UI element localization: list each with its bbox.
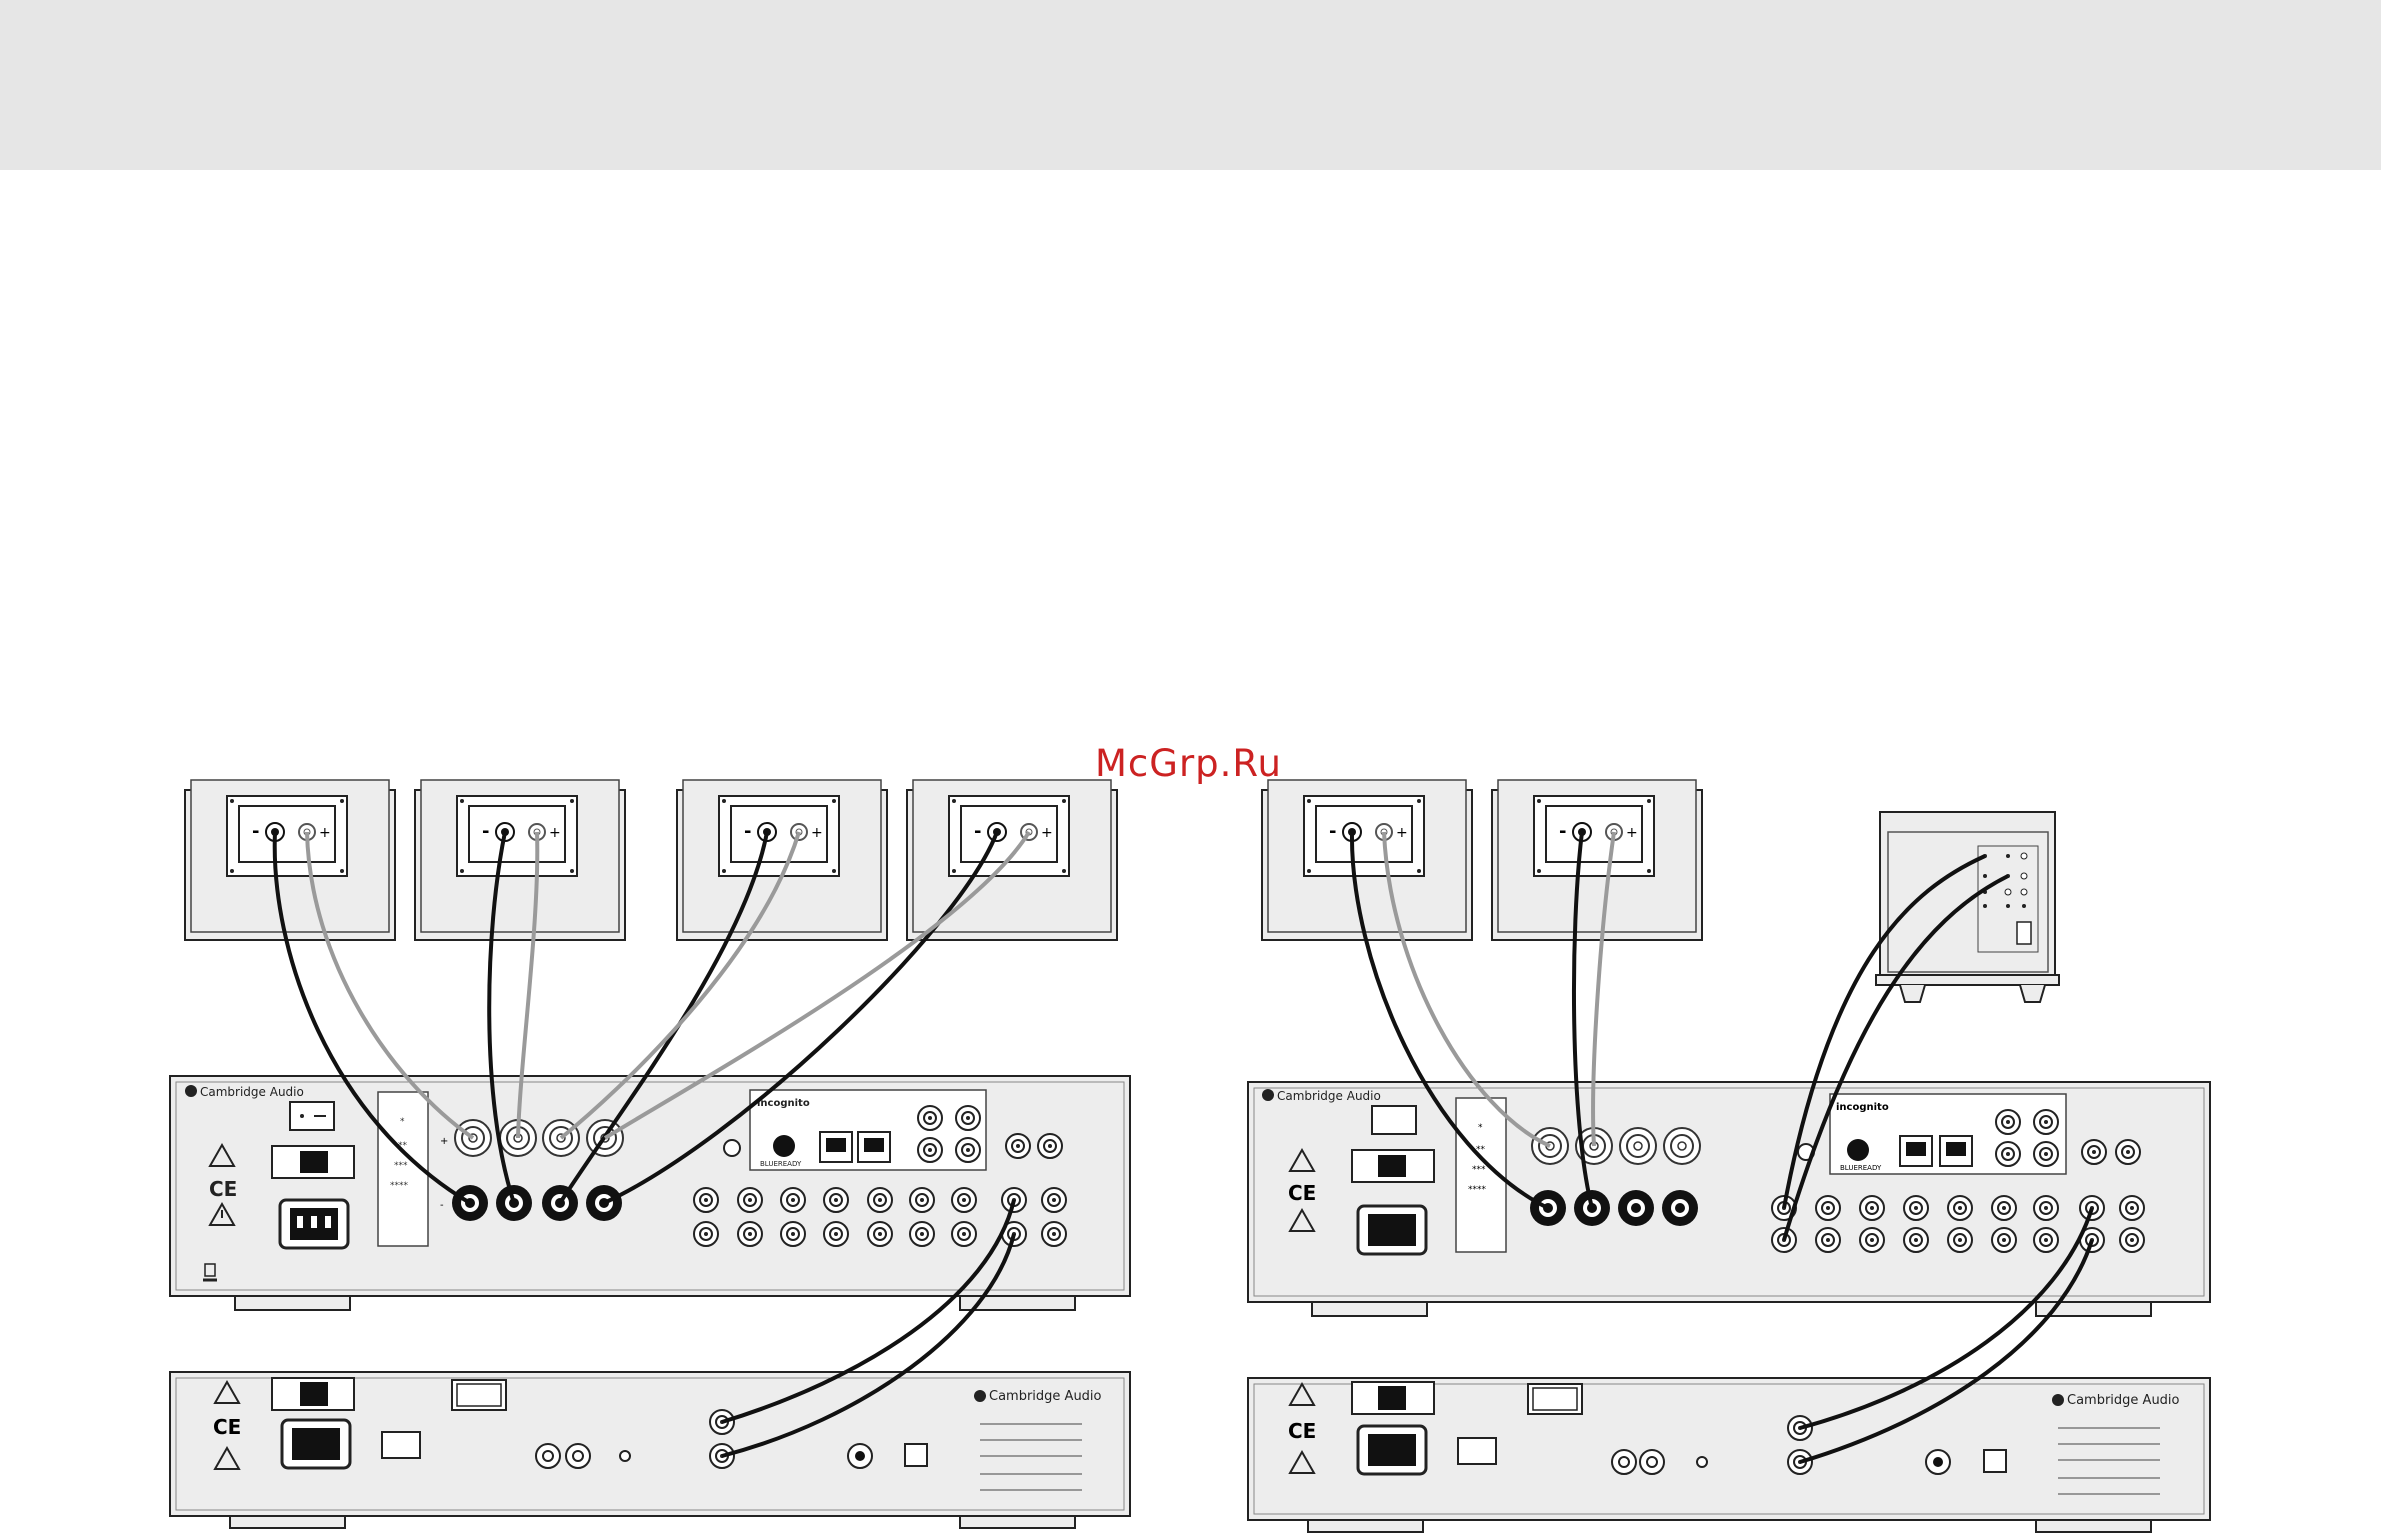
right-diagram: - + - + Cambridge Audi: [1248, 780, 2210, 1532]
speaker-terminal-minus: -: [1559, 821, 1566, 842]
speaker-terminal-plus: +: [1626, 825, 1638, 841]
incognito-label: incognito: [1836, 1102, 1889, 1113]
left-diagram: - + - + - + - + Cambridge Audio: [170, 780, 1130, 1528]
power-switch[interactable]: [290, 1102, 334, 1130]
impedance-star-3: ***: [394, 1161, 408, 1171]
speaker-2: - +: [415, 780, 625, 940]
impedance-star-4: ****: [1468, 1185, 1487, 1195]
impedance-star-4: ****: [390, 1181, 409, 1191]
optical-output[interactable]: [1984, 1450, 2006, 1472]
impedance-star-1: *: [400, 1117, 405, 1127]
brand-label: Cambridge Audio: [200, 1085, 304, 1099]
speaker-terminal-plus: +: [319, 825, 331, 841]
incognito-label: incognito: [757, 1098, 810, 1109]
incognito-jack[interactable]: [773, 1135, 795, 1157]
fuse-holder: [300, 1151, 328, 1173]
ce-mark: CE: [1288, 1181, 1316, 1205]
speaker-terminal-minus: -: [482, 821, 489, 842]
ce-mark: CE: [213, 1415, 241, 1439]
brand-label: Cambridge Audio: [989, 1389, 1102, 1404]
speaker-out-minus-b-left[interactable]: [1618, 1190, 1654, 1226]
brand-label: Cambridge Audio: [2067, 1393, 2180, 1408]
ce-mark: CE: [1288, 1419, 1316, 1443]
speaker-5: - +: [1262, 780, 1472, 940]
speaker-terminal-plus: +: [549, 825, 561, 841]
speaker-out-plus-b-left[interactable]: [1620, 1128, 1656, 1164]
amplifier-right: Cambridge Audio CE * ** *** **** incogni…: [1248, 1082, 2210, 1316]
impedance-star-1: *: [1478, 1123, 1483, 1133]
incognito-jack[interactable]: [1847, 1139, 1869, 1161]
speaker-6: - +: [1492, 780, 1702, 940]
cd-power-switch[interactable]: [382, 1432, 420, 1458]
speaker-out-minus-b-right[interactable]: [1662, 1190, 1698, 1226]
cd-power-switch[interactable]: [1458, 1438, 1496, 1464]
speaker-terminal-minus: -: [744, 821, 751, 842]
speaker-terminal-minus: -: [974, 821, 981, 842]
watermark: McGrp.Ru: [1095, 742, 1282, 785]
amp-minus-label: -: [440, 1200, 444, 1211]
cd-player-right: CE Cambridge Audio: [1248, 1378, 2210, 1532]
bluetooth-label: BLUEREADY: [1840, 1164, 1882, 1172]
speaker-terminal-minus: -: [252, 821, 259, 842]
speaker-terminal-plus: +: [1396, 825, 1408, 841]
speaker-terminal-plus: +: [1041, 825, 1053, 841]
cd-player-left: CE Cambridge Audio: [170, 1372, 1130, 1528]
speaker-terminal-plus: +: [811, 825, 823, 841]
impedance-star-3: ***: [1472, 1165, 1486, 1175]
speaker-3: - +: [677, 780, 887, 940]
speaker-1: - +: [185, 780, 395, 940]
amp-plus-label: +: [440, 1136, 448, 1147]
brand-label: Cambridge Audio: [1277, 1089, 1381, 1103]
subwoofer: [1876, 812, 2059, 1002]
ce-mark: CE: [209, 1177, 237, 1201]
power-switch[interactable]: [1372, 1106, 1416, 1134]
optical-output[interactable]: [905, 1444, 927, 1466]
speaker-terminal-minus: -: [1329, 821, 1336, 842]
bluetooth-label: BLUEREADY: [760, 1160, 802, 1168]
speaker-out-plus-b-right[interactable]: [1664, 1128, 1700, 1164]
speaker-4: - +: [907, 780, 1117, 940]
